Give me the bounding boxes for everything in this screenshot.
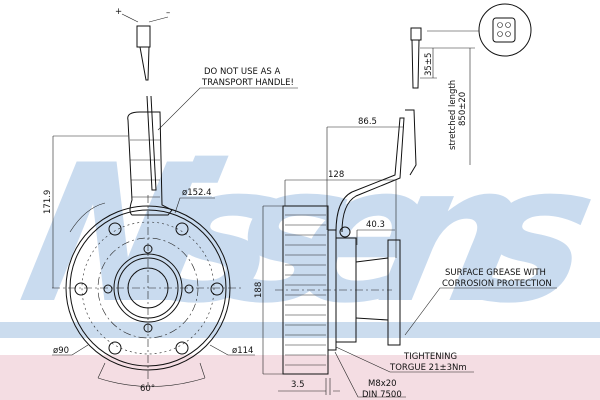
minus-terminal-label: – [166, 8, 170, 18]
note-torque-line2: TORGUE 21±3Nm [389, 363, 467, 373]
side-view: 35±5 stretched length 850±20 86.5 128 40… [254, 3, 557, 400]
plus-terminal-label: + [115, 7, 122, 17]
dim-35: 35±5 [424, 53, 434, 76]
dim-188: 188 [254, 282, 264, 298]
dim-90: ø90 [53, 346, 69, 356]
front-view: + – 171.9 ø152.4 DO NOT USE AS A TRANSPO… [43, 7, 298, 394]
stretched-length-value: 850±20 [458, 92, 468, 126]
note-bolt-line2: DIN 7500 [362, 390, 402, 400]
note-bolt-line1: M8x20 [368, 379, 397, 389]
blue-band [0, 322, 600, 338]
dim-152-4: ø152.4 [182, 188, 212, 198]
dim-3-5: 3.5 [291, 380, 305, 390]
dim-40-3: 40.3 [366, 220, 385, 230]
dim-60-deg: 60° [140, 384, 155, 394]
dim-128: 128 [328, 170, 344, 180]
note-grease-line2: CORROSION PROTECTION [442, 279, 552, 289]
stretched-length-label: stretched length [448, 80, 458, 150]
watermark-layer: Nissens [0, 125, 600, 400]
dim-171-9: 171.9 [43, 190, 53, 214]
note-handle-line1: DO NOT USE AS A [204, 67, 280, 77]
note-grease-line1: SURFACE GREASE WITH [445, 268, 546, 278]
note-torque-line1: TIGHTENING [403, 352, 457, 362]
dim-86-5: 86.5 [358, 117, 377, 127]
note-handle-line2: TRANSPORT HANDLE! [201, 78, 294, 88]
dim-114: ø114 [232, 346, 253, 356]
pink-band [0, 355, 600, 400]
